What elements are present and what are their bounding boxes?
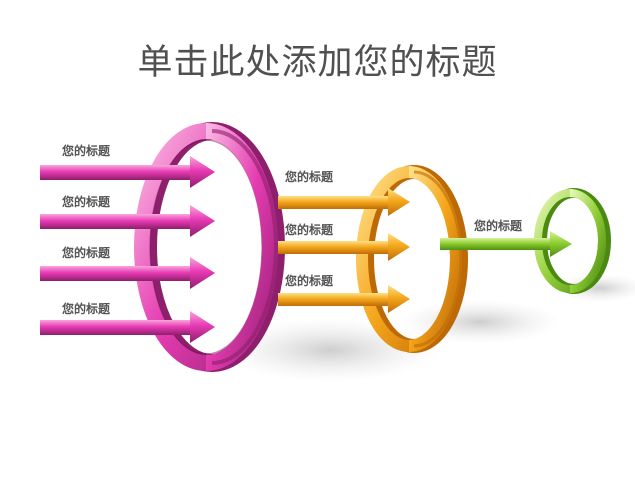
arrow-orange-2 [278, 233, 410, 261]
arrow-label-green-1: 您的标题 [474, 218, 523, 233]
arrow-orange-3 [278, 285, 410, 313]
arrow-label-orange-3: 您的标题 [285, 273, 334, 288]
arrow-label-magenta-4: 您的标题 [62, 301, 111, 316]
arrow-green-1 [440, 231, 572, 257]
ring-shadow-small [554, 274, 635, 302]
arrow-label-magenta-1: 您的标题 [62, 143, 111, 158]
arrow-label-magenta-2: 您的标题 [62, 194, 111, 209]
ring-large-front-arc [205, 123, 278, 371]
arrow-label-orange-2: 您的标题 [285, 222, 334, 237]
slide-title: 单击此处添加您的标题 [137, 43, 498, 83]
arrow-label-magenta-3: 您的标题 [62, 245, 111, 260]
arrow-orange-1 [278, 188, 410, 216]
arrow-magenta-2 [40, 205, 215, 237]
arrow-magenta-1 [40, 156, 215, 188]
ring-small-front-arc [569, 189, 606, 293]
arrow-label-orange-1: 您的标题 [285, 169, 334, 184]
arrow-magenta-3 [40, 257, 215, 289]
arrow-magenta-4 [40, 311, 215, 343]
ring-medium-front-arc [408, 166, 462, 352]
